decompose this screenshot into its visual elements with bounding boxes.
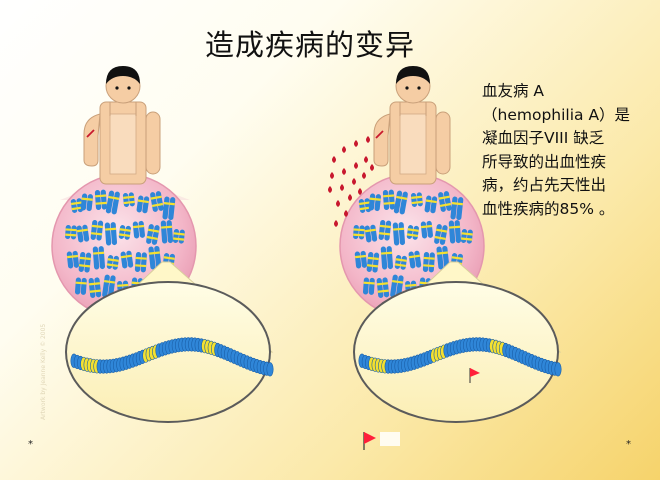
blood-drop bbox=[354, 162, 358, 169]
chromosome bbox=[392, 222, 406, 246]
chromosome bbox=[406, 225, 419, 240]
chromosome bbox=[148, 245, 162, 270]
chromosome bbox=[436, 245, 450, 270]
blood-drop bbox=[342, 168, 346, 175]
dna-segment bbox=[554, 362, 562, 377]
chromosome bbox=[150, 191, 164, 212]
blood-drop bbox=[334, 220, 338, 227]
chromosome bbox=[450, 196, 464, 221]
person-icon bbox=[83, 66, 161, 185]
chromosome bbox=[92, 246, 106, 270]
blood-drop bbox=[370, 164, 374, 171]
chromosome bbox=[120, 250, 134, 269]
chromosome bbox=[420, 220, 433, 239]
chromosome bbox=[460, 229, 473, 244]
chromosome-set bbox=[353, 189, 473, 299]
blood-drop bbox=[344, 210, 348, 217]
chromosome bbox=[80, 193, 93, 212]
blood-drop bbox=[330, 172, 334, 179]
chromosome bbox=[74, 277, 87, 295]
chromosome bbox=[368, 193, 381, 212]
blood-drop bbox=[340, 184, 344, 191]
chromosome bbox=[102, 274, 116, 299]
chromosome bbox=[424, 195, 438, 214]
mutant-panel bbox=[328, 66, 562, 423]
blood-drop bbox=[342, 146, 346, 153]
blood-drop bbox=[354, 140, 358, 147]
slide-title: 造成疾病的变异 bbox=[204, 28, 415, 62]
corner-mark-right: * bbox=[626, 439, 631, 450]
chromosome bbox=[88, 277, 102, 298]
normal-panel bbox=[51, 66, 274, 423]
chromosome bbox=[382, 189, 395, 210]
chromosome bbox=[408, 250, 422, 269]
chromosome bbox=[132, 220, 145, 239]
chromosome bbox=[358, 198, 371, 213]
description-line: 凝血因子VIII 缺乏 bbox=[482, 129, 605, 147]
description-line: 血性疾病的85% 。 bbox=[482, 199, 615, 218]
description-text: 血友病 A （hemophilia A）是 凝血因子VIII 缺乏 所导致的出血… bbox=[482, 80, 654, 221]
chromosome bbox=[438, 191, 452, 212]
chromosome bbox=[354, 250, 367, 269]
blood-drop bbox=[352, 178, 356, 185]
chromosome bbox=[66, 250, 79, 269]
blood-drop bbox=[348, 194, 352, 201]
blood-drop bbox=[358, 188, 362, 195]
chromosome bbox=[362, 277, 375, 295]
blood-drop bbox=[332, 156, 336, 163]
chromosome bbox=[448, 220, 462, 244]
chromosome bbox=[410, 192, 423, 207]
mutation-flag-icon bbox=[363, 432, 400, 450]
chromosome bbox=[65, 225, 77, 240]
chromosome bbox=[160, 220, 174, 244]
chromosome bbox=[134, 252, 147, 273]
chromosome bbox=[422, 252, 435, 273]
dna-strand bbox=[70, 337, 274, 377]
chromosome bbox=[94, 189, 107, 210]
chromosome bbox=[78, 252, 92, 273]
mutation-flag-icon bbox=[469, 368, 480, 383]
description-line: 所导致的出血性疾 bbox=[482, 152, 607, 171]
chromosome-set bbox=[65, 189, 185, 299]
blood-drop bbox=[336, 200, 340, 207]
dna-strand bbox=[358, 337, 562, 377]
blood-drop bbox=[366, 136, 370, 143]
blood-drop bbox=[362, 172, 366, 179]
dna-segment bbox=[266, 362, 274, 377]
chromosome bbox=[136, 195, 150, 214]
chromosome bbox=[122, 192, 135, 207]
chromosome bbox=[90, 220, 104, 241]
description-line: 病，约占先天性出 bbox=[482, 176, 607, 194]
corner-mark-left: * bbox=[28, 439, 33, 450]
chromosome bbox=[76, 224, 90, 243]
chromosome bbox=[106, 255, 119, 270]
chromosome bbox=[162, 196, 176, 221]
chromosome bbox=[364, 224, 378, 243]
description-line: （hemophilia A）是 bbox=[482, 105, 631, 124]
chromosome bbox=[378, 220, 392, 241]
blood-drop bbox=[328, 186, 332, 193]
chromosome bbox=[104, 222, 118, 246]
chromosome bbox=[172, 229, 185, 244]
chromosome bbox=[376, 277, 390, 298]
person-icon bbox=[373, 66, 451, 185]
chromosome bbox=[366, 252, 380, 273]
chromosome bbox=[105, 190, 120, 215]
artwork-credit: Artwork by Jeanne Kelly © 2005 bbox=[40, 323, 47, 420]
description-line: 血友病 A bbox=[482, 82, 545, 100]
chromosome bbox=[434, 224, 448, 245]
chromosome bbox=[380, 246, 394, 270]
chromosome bbox=[390, 274, 404, 299]
chromosome bbox=[394, 255, 407, 270]
chromosome bbox=[393, 190, 408, 215]
chromosome bbox=[118, 225, 131, 240]
chromosome bbox=[146, 224, 160, 245]
chromosome bbox=[353, 225, 365, 240]
blood-drop bbox=[364, 156, 368, 163]
